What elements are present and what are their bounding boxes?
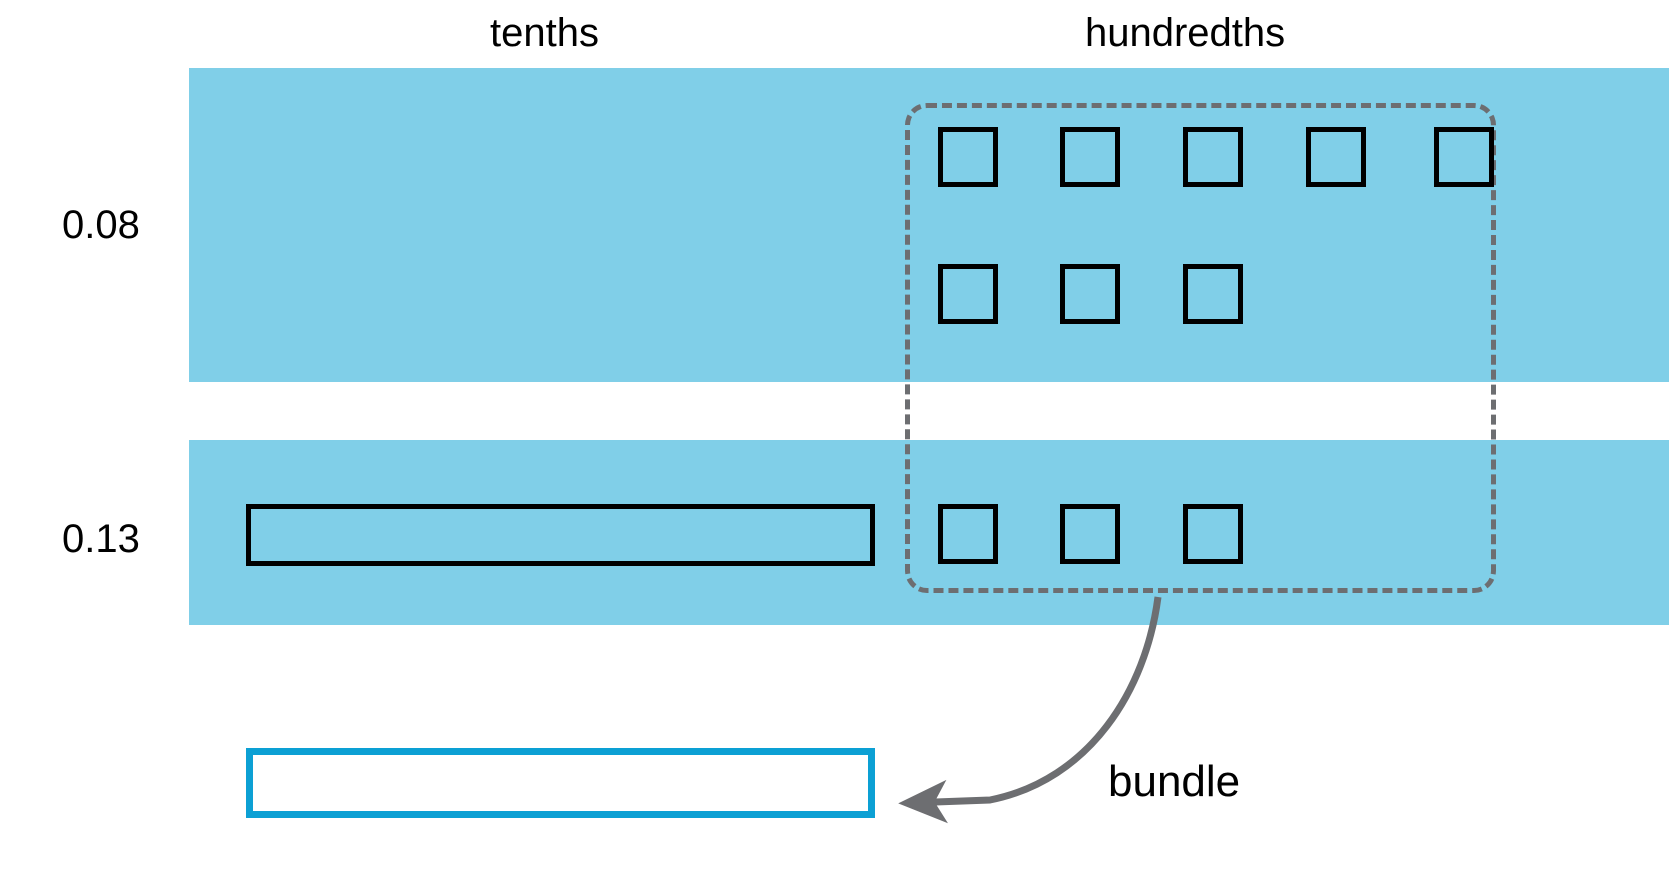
hundredth-block <box>938 264 998 324</box>
column-header-tenths: tenths <box>490 11 599 55</box>
hundredth-block <box>1183 264 1243 324</box>
bundle-annotation-label: bundle <box>1108 757 1241 806</box>
row-label-008: 0.08 <box>62 203 140 247</box>
tenth-block <box>246 504 875 566</box>
hundredth-block <box>1306 127 1366 187</box>
row-label-013: 0.13 <box>62 517 140 561</box>
value-band-008 <box>189 68 1669 382</box>
column-header-hundredths: hundredths <box>1085 11 1286 55</box>
bundle-result-bar <box>246 748 875 818</box>
value-band-013 <box>189 440 1669 625</box>
hundredth-block <box>938 127 998 187</box>
hundredth-block <box>1183 127 1243 187</box>
hundredth-block <box>938 504 998 564</box>
hundredth-block <box>1183 504 1243 564</box>
hundredth-block-outside-bundle <box>1434 127 1494 187</box>
hundredth-block <box>1060 504 1120 564</box>
hundredth-block <box>1060 127 1120 187</box>
hundredth-block <box>1060 264 1120 324</box>
bundle-dashed-region <box>905 103 1496 593</box>
